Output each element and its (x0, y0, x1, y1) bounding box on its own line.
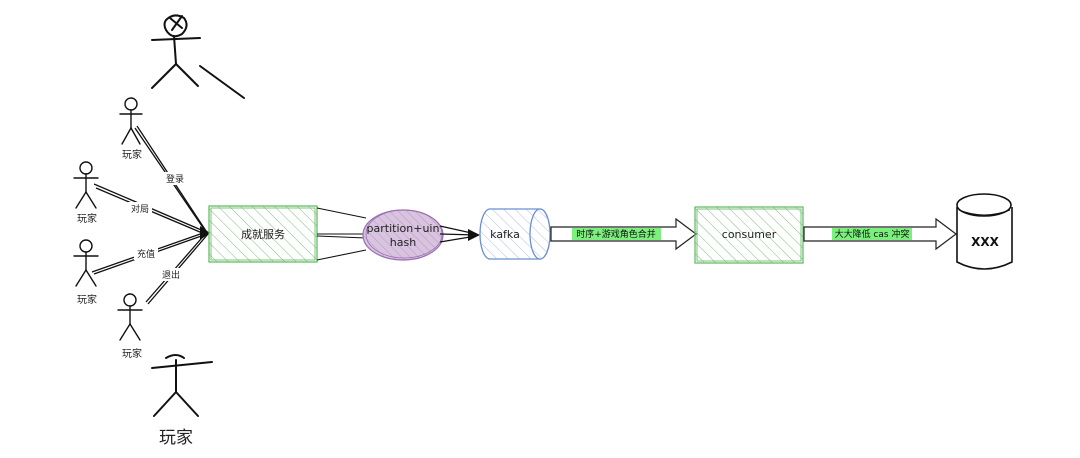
partition-hash-label-line2: hash (390, 236, 416, 249)
kafka-label: kafka (490, 228, 520, 241)
player-figure-top-large (152, 15, 244, 98)
kafka-node: kafka (480, 209, 550, 259)
player-label-large: 玩家 (159, 428, 193, 448)
achievement-service-node: 成就服务 (209, 206, 317, 262)
player-figure-4 (118, 294, 142, 340)
partition-hash-label-line1: partition+uin (367, 222, 440, 235)
storage-database-icon: XXX (957, 194, 1012, 269)
player-label-1: 玩家 (122, 148, 142, 161)
action-label-recharge: 充值 (137, 248, 155, 260)
player-label-2: 玩家 (77, 212, 97, 225)
player-figure-1 (120, 98, 142, 144)
action-label-logout: 退出 (162, 269, 180, 281)
action-label-login: 登录 (166, 174, 184, 185)
service-to-partition-lines (317, 208, 366, 260)
kafka-arrowhead (468, 229, 480, 241)
player-figure-3 (74, 240, 98, 286)
cas-conflict-label: 大大降低 cas 冲突 (835, 228, 910, 240)
player-figure-2 (74, 162, 98, 208)
player-figure-bottom-large (152, 355, 212, 416)
action-label-battle: 对局 (131, 203, 149, 215)
player-label-3: 玩家 (77, 293, 97, 306)
order-merge-label: 时序+游戏角色合并 (576, 228, 656, 240)
achievement-service-label: 成就服务 (241, 227, 285, 241)
consumer-label: consumer (722, 228, 777, 241)
storage-label: XXX (971, 235, 1000, 249)
player-label-4: 玩家 (122, 347, 142, 360)
partition-hash-node: partition+uin hash (363, 210, 443, 260)
consumer-node: consumer (695, 207, 803, 263)
